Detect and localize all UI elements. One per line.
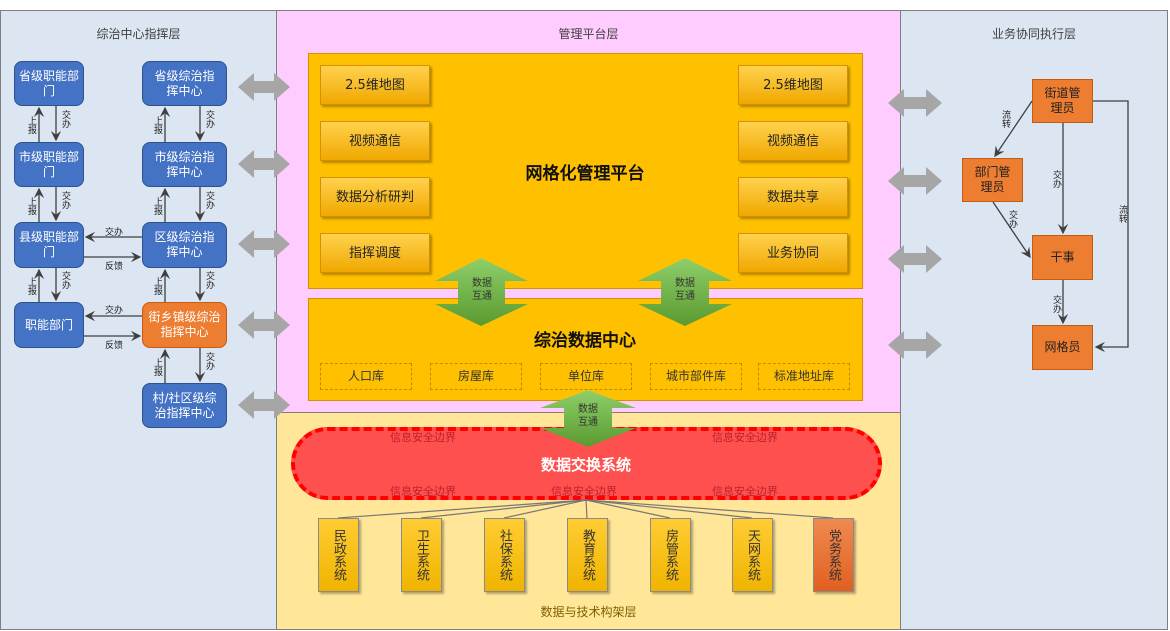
exchange-label-center: 数据互通 <box>578 404 598 428</box>
platform-btn-video-left[interactable]: 视频通信 <box>320 121 430 161</box>
db-population: 人口库 <box>320 363 412 390</box>
security-boundary-label: 信息安全边界 <box>712 431 778 444</box>
label-up: 上报 <box>26 277 36 295</box>
grid-platform-title: 网格化管理平台 <box>525 164 645 184</box>
label-assign: 交办 <box>1051 295 1061 313</box>
platform-btn-map-left[interactable]: 2.5维地图 <box>320 65 430 105</box>
role-grid-member[interactable]: 网格员 <box>1032 325 1093 370</box>
system-lines <box>337 499 834 519</box>
platform-btn-collab[interactable]: 业务协同 <box>738 233 848 273</box>
label-assign: 交办 <box>204 352 214 370</box>
left-layer-title: 综治中心指挥层 <box>96 27 181 41</box>
label-up: 上报 <box>152 277 162 295</box>
right-flow-arrows <box>992 100 1129 353</box>
platform-btn-dispatch[interactable]: 指挥调度 <box>320 233 430 273</box>
label-assign: 交办 <box>1051 170 1061 188</box>
db-housing: 房屋库 <box>430 363 522 390</box>
dept-city[interactable]: 市级职能部门 <box>14 142 84 187</box>
label-feedback: 反馈 <box>105 341 124 351</box>
db-unit: 单位库 <box>540 363 632 390</box>
label-assign-horizontal: 交办 <box>105 228 124 238</box>
role-street-admin[interactable]: 街道管理员 <box>1032 79 1093 123</box>
label-assign: 交办 <box>204 191 214 209</box>
platform-btn-map-right[interactable]: 2.5维地图 <box>738 65 848 105</box>
exchange-label-right: 数据互通 <box>675 278 695 302</box>
system-health[interactable]: 卫生系统 <box>401 518 442 592</box>
data-exchange-arrow-right <box>638 258 732 326</box>
label-assign: 交办 <box>60 271 70 289</box>
label-assign-horizontal: 交办 <box>105 306 124 316</box>
center-street[interactable]: 街乡镇级综治指挥中心 <box>142 302 227 348</box>
center-city[interactable]: 市级综治指挥中心 <box>142 142 227 187</box>
label-assign: 交办 <box>204 271 214 289</box>
center-district[interactable]: 区级综治指挥中心 <box>142 222 227 268</box>
platform-btn-analysis[interactable]: 数据分析研判 <box>320 177 430 217</box>
label-assign: 交办 <box>1007 210 1017 228</box>
db-address: 标准地址库 <box>758 363 850 390</box>
dept-province[interactable]: 省级职能部门 <box>14 61 84 106</box>
label-up: 上报 <box>26 116 36 134</box>
label-transfer: 流转 <box>1117 205 1127 223</box>
center-village[interactable]: 村/社区级综治指挥中心 <box>142 383 227 428</box>
label-up: 上报 <box>152 116 162 134</box>
security-boundary-label: 信息安全边界 <box>712 485 778 498</box>
label-up: 上报 <box>152 358 162 376</box>
data-tech-layer-title: 数据与技术构架层 <box>540 605 637 619</box>
label-up: 上报 <box>152 197 162 215</box>
data-exchange-arrow-left <box>435 258 528 326</box>
security-boundary-label: 信息安全边界 <box>390 485 456 498</box>
role-dept-admin[interactable]: 部门管理员 <box>962 158 1023 202</box>
system-skynet[interactable]: 天网系统 <box>732 518 773 592</box>
dept-county[interactable]: 县级职能部门 <box>14 222 84 268</box>
security-boundary-label: 信息安全边界 <box>390 431 456 444</box>
left-flow-arrows <box>33 106 206 383</box>
gray-double-arrows <box>238 73 942 419</box>
data-center-title: 综治数据中心 <box>534 331 636 351</box>
center-province[interactable]: 省级综治指挥中心 <box>142 61 227 106</box>
role-officer[interactable]: 干事 <box>1032 235 1093 280</box>
label-assign: 交办 <box>60 191 70 209</box>
exchange-label-left: 数据互通 <box>472 278 492 302</box>
db-city-parts: 城市部件库 <box>650 363 742 390</box>
security-boundary-label: 信息安全边界 <box>551 485 617 498</box>
green-double-arrows <box>435 258 732 447</box>
system-party-affairs[interactable]: 党务系统 <box>813 518 854 592</box>
label-up: 上报 <box>26 197 36 215</box>
right-layer-title: 业务协同执行层 <box>991 27 1076 41</box>
label-transfer: 流转 <box>1000 110 1010 128</box>
label-feedback: 反馈 <box>105 262 124 272</box>
system-social-security[interactable]: 社保系统 <box>484 518 525 592</box>
data-center <box>308 298 863 401</box>
platform-btn-share[interactable]: 数据共享 <box>738 177 848 217</box>
data-exchange-title: 数据交换系统 <box>540 456 631 474</box>
label-assign: 交办 <box>60 110 70 128</box>
label-assign: 交办 <box>204 110 214 128</box>
data-exchange-arrow-center <box>540 390 636 447</box>
system-housing[interactable]: 房管系统 <box>650 518 691 592</box>
system-civil-affairs[interactable]: 民政系统 <box>318 518 359 592</box>
dept-functional[interactable]: 职能部门 <box>14 302 84 348</box>
platform-btn-video-right[interactable]: 视频通信 <box>738 121 848 161</box>
system-education[interactable]: 教育系统 <box>567 518 608 592</box>
platform-layer-title: 管理平台层 <box>558 27 619 41</box>
